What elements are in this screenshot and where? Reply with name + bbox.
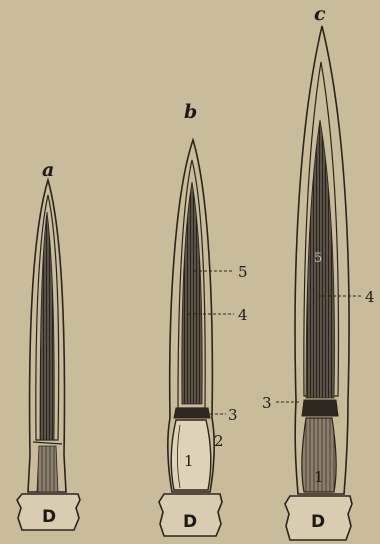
panel-b-number-2: 2 <box>214 432 224 450</box>
panel-b-number-3: 3 <box>228 406 238 424</box>
panel-a: a D <box>17 159 80 530</box>
panel-a-base-label: D <box>42 507 56 527</box>
panel-c-number-1: 1 <box>314 468 324 486</box>
panel-b-base-label: D <box>183 512 197 532</box>
panel-a-lower-stalk <box>37 446 58 492</box>
panel-b-number-4: 4 <box>238 306 248 324</box>
panel-c-collar <box>302 400 338 416</box>
panel-c-number-5: 5 <box>314 251 322 266</box>
panel-b-label: b <box>184 101 197 123</box>
panel-b-number-5: 5 <box>238 263 248 281</box>
panel-c-number-3: 3 <box>262 394 272 412</box>
panel-c-number-4: 4 <box>365 288 375 306</box>
panel-b: a b 5 4 3 2 1 D <box>159 101 248 536</box>
panel-b-dark-core <box>182 182 202 404</box>
panel-a-dark-core <box>40 212 54 440</box>
panel-c-label: c <box>314 3 326 25</box>
panel-c: c 5 4 3 1 D <box>262 3 375 540</box>
panel-c-base-label: D <box>311 512 325 532</box>
panel-a-label: a <box>42 159 54 181</box>
panel-b-collar <box>174 408 210 418</box>
panel-b-number-1: 1 <box>184 452 194 470</box>
